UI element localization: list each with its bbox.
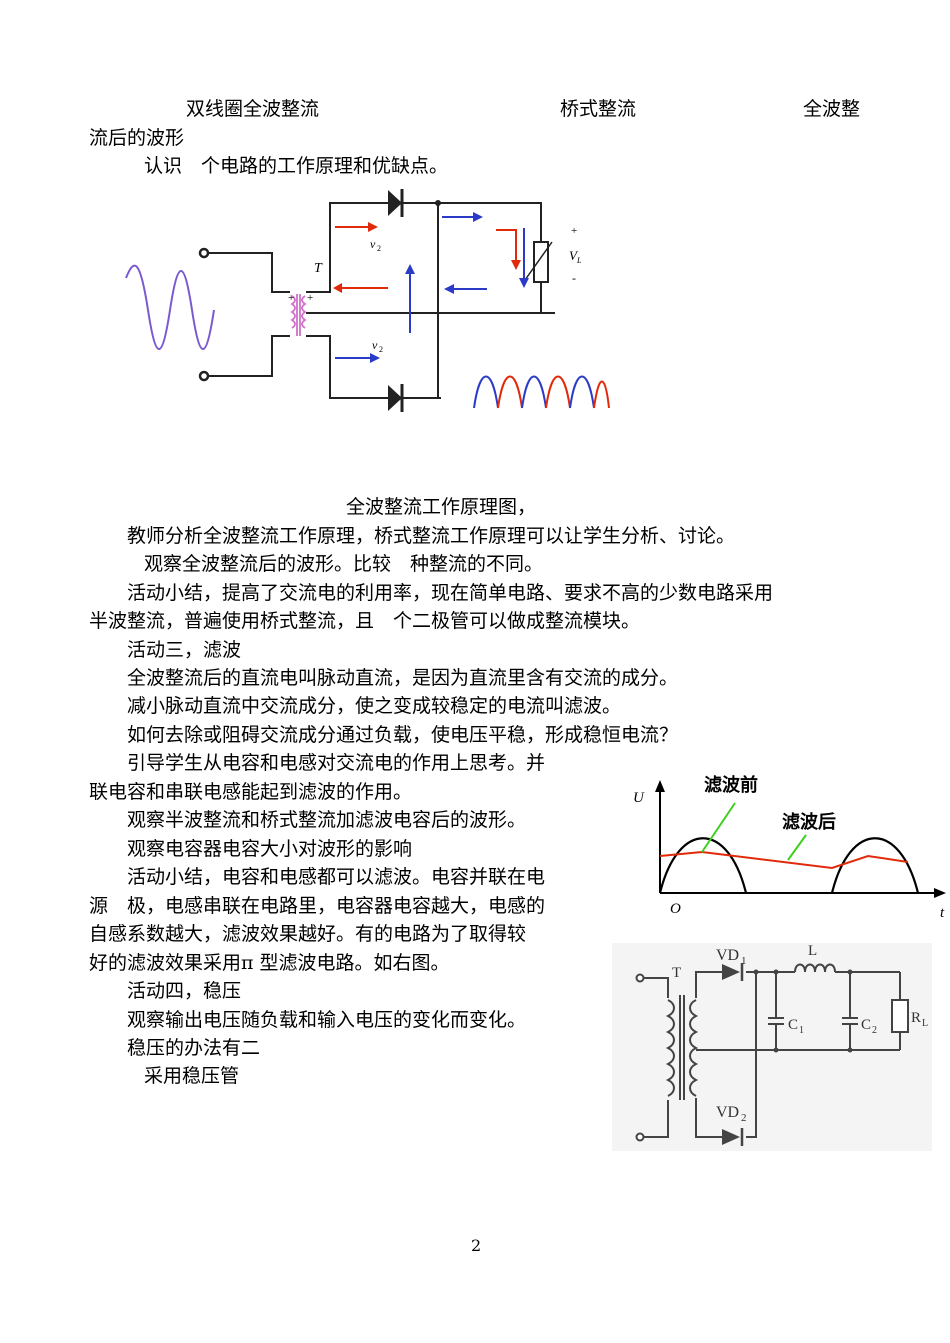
paragraph-line: 全波整流后的直流电叫脉动直流，是因为直流里含有交流的成分。 [127, 667, 679, 689]
paragraph-line: 采用稳压管 [144, 1065, 240, 1087]
label-L: L [808, 943, 817, 959]
paragraph-line: 活动小结，提高了交流电的利用率，现在简单电路、要求不高的少数电路采用 [127, 582, 774, 604]
paragraph-line: 好的滤波效果采用π 型滤波电路。如右图。 [89, 952, 450, 974]
label-VD1-sub: 1 [741, 955, 747, 967]
label-VD2-sub: 2 [741, 1112, 747, 1124]
label-v2-bottom: v [372, 338, 378, 352]
paragraph-line: 观察半波整流和桥式整流加滤波电容后的波形。 [127, 809, 527, 831]
axis-label-O: O [670, 901, 681, 917]
label-RL-sub: L [922, 1018, 928, 1029]
label-C1-sub: 1 [799, 1025, 804, 1036]
label-VL: V [569, 248, 579, 263]
label-VD1: VD [716, 947, 739, 964]
label-T: T [314, 261, 323, 276]
caption-full-wave-waveform: 全波整 [803, 98, 861, 120]
paragraph-line: 减小脉动直流中交流成分，使之变成较稳定的电流叫滤波。 [127, 695, 622, 717]
label-before-filter: 滤波前 [704, 774, 758, 795]
plus-mark: + [307, 292, 313, 304]
paragraph-line: 教师分析全波整流工作原理，桥式整流工作原理可以让学生分析、讨论。 [127, 525, 736, 547]
axis-label-t: t [940, 905, 945, 921]
caption-bridge-rectifier: 桥式整流 [560, 98, 637, 120]
paragraph-line: 如何去除或阻碍交流成分通过负载，使电压平稳，形成稳恒电流？ [127, 724, 679, 746]
plus-mark: + [288, 292, 294, 304]
label-v2-top-sub: 2 [377, 244, 381, 253]
label-v2-top: v [370, 237, 376, 251]
minus-mark: - [572, 271, 576, 285]
plus-mark: + [571, 225, 577, 237]
section-heading: 活动三，滤波 [127, 639, 242, 661]
label-v2-bottom-sub: 2 [379, 345, 383, 354]
paragraph-line: 观察全波整流后的波形。比较 种整流的不同。 [144, 553, 544, 575]
label-VL-sub: L [576, 256, 582, 265]
intro-text: 认识 个电路的工作原理和优缺点。 [144, 155, 449, 177]
paragraph-line: 观察输出电压随负载和输入电压的变化而变化。 [127, 1009, 527, 1031]
section-heading: 活动四，稳压 [127, 980, 242, 1002]
label-RL: R [911, 1010, 921, 1026]
caption-full-wave-center-tap: 双线圈全波整流 [186, 98, 320, 120]
paragraph-line: 稳压的办法有二 [127, 1037, 261, 1059]
label-T2: T [672, 965, 681, 981]
paragraph-line: 自感系数越大，滤波效果越好。有的电路为了取得较 [89, 923, 527, 945]
figure-caption: 全波整流工作原理图， [346, 496, 537, 518]
axis-label-U: U [633, 790, 645, 806]
label-C2: C [861, 1017, 871, 1033]
caption-full-wave-waveform-cont: 流后的波形 [89, 127, 185, 149]
label-after-filter: 滤波后 [782, 811, 836, 832]
paragraph-line: 观察电容器电容大小对波形的影响 [127, 838, 413, 860]
paragraph-line: 源 极，电感串联在电路里，电容器电容越大，电感的 [89, 895, 546, 917]
label-C2-sub: 2 [872, 1025, 877, 1036]
label-VD2: VD [716, 1104, 739, 1121]
paragraph-line: 半波整流，普遍使用桥式整流，且 个二极管可以做成整流模块。 [89, 610, 641, 632]
page-number: 2 [471, 1236, 482, 1255]
paragraph-line: 引导学生从电容和电感对交流电的作用上思考。并 [127, 752, 546, 774]
label-C1: C [788, 1017, 798, 1033]
paragraph-line: 联电容和串联电感能起到滤波的作用。 [89, 781, 413, 803]
paragraph-line: 活动小结，电容和电感都可以滤波。电容并联在电 [127, 866, 546, 888]
